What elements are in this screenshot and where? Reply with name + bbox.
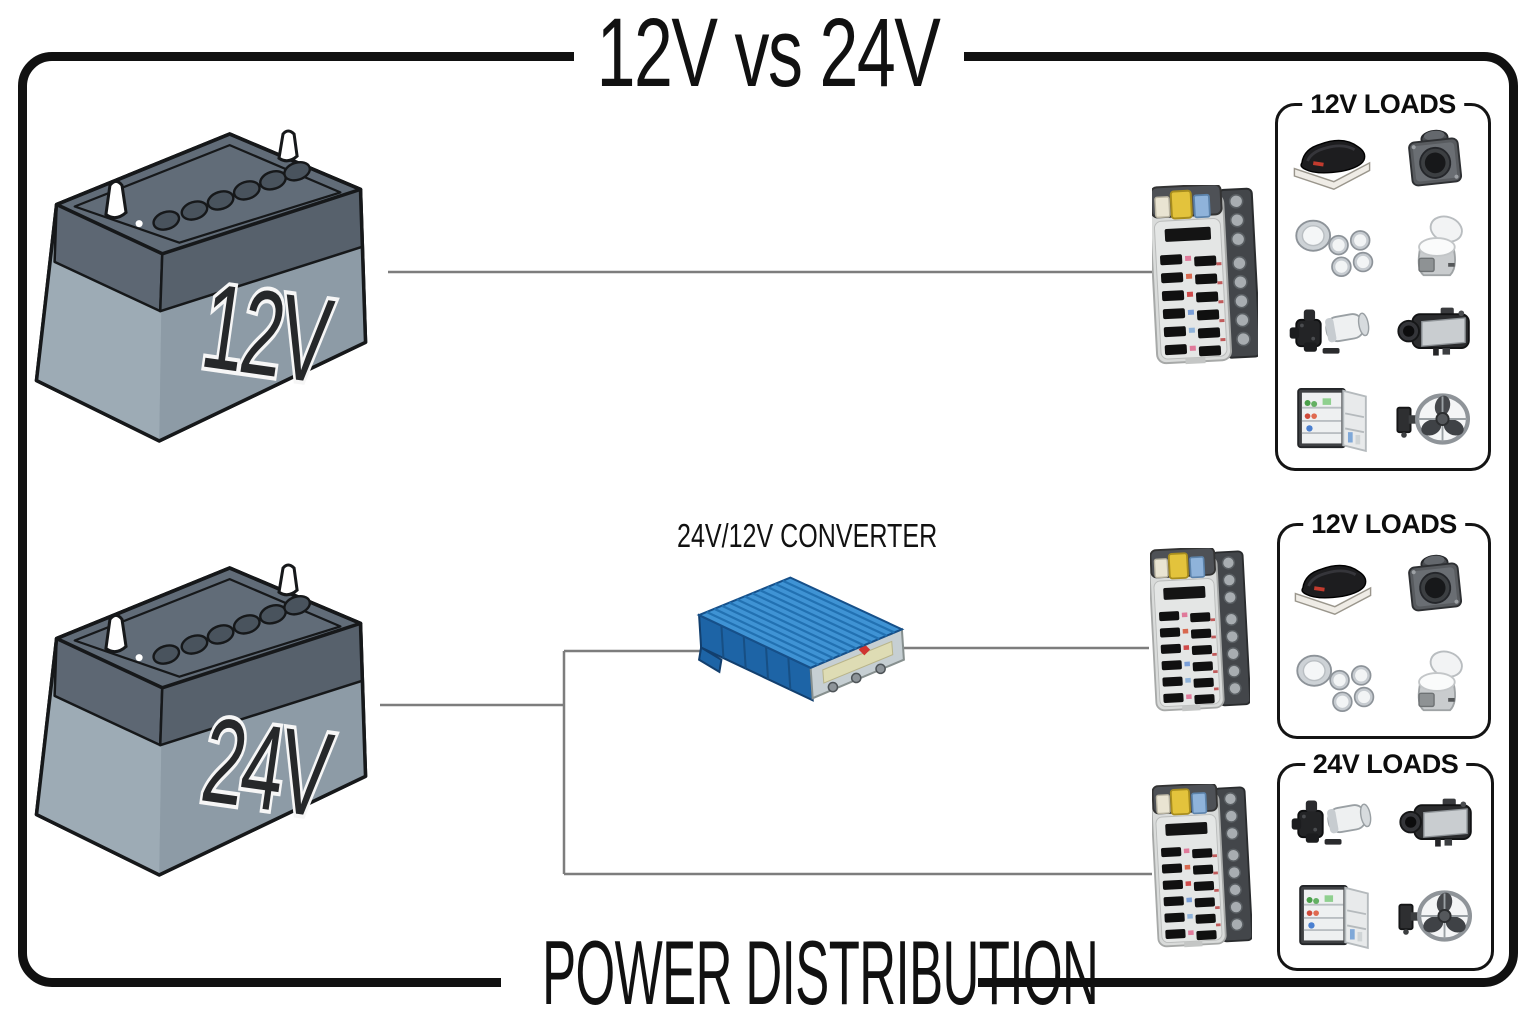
load-panel-12v-top: 12V LOADS: [1275, 89, 1491, 471]
portable-toilet-icon: [1417, 211, 1466, 277]
12v-power-outlet-icon: [1406, 552, 1463, 612]
gimbal-cabin-fan-icon: [1388, 380, 1482, 458]
load-panel-12v-middle-title: 12V LOADS: [1303, 509, 1465, 540]
load-panel-24v: 24V LOADS: [1277, 749, 1494, 971]
battery-12v-label: 12V: [195, 259, 339, 410]
load-panel-12v-middle-grid: [1280, 526, 1488, 736]
diesel-air-heater-icon: [1399, 797, 1473, 848]
fuse-block-12v-battery: [1152, 185, 1258, 365]
compressor-fridge-icon: [1296, 387, 1367, 452]
battery-24v-label: 24V: [195, 693, 339, 844]
battery-24v: 24V: [34, 563, 368, 877]
load-panel-24v-title: 24V LOADS: [1304, 749, 1467, 780]
fuse-block-converter-12v: [1150, 548, 1250, 712]
12v-power-outlet-icon: [1406, 127, 1463, 187]
load-panel-12v-middle: 12V LOADS: [1277, 509, 1491, 739]
portable-toilet-icon: [1417, 646, 1467, 712]
load-panel-12v-top-title: 12V LOADS: [1302, 89, 1464, 120]
bottom-border-gap: [501, 958, 978, 992]
main-title: 12V vs 24V: [596, 0, 941, 107]
load-panel-24v-grid: [1280, 766, 1491, 968]
converter-24v-12v: [697, 576, 906, 702]
water-pump-icon: [1290, 799, 1374, 846]
battery-12v: 12V: [34, 129, 368, 443]
led-puck-lights-icon: [1296, 654, 1375, 713]
footer-title: POWER DISTRIBUTION: [542, 923, 1099, 1024]
top-border-gap: [574, 40, 964, 72]
compressor-fridge-icon: [1298, 884, 1369, 949]
load-panel-12v-top-grid: [1278, 106, 1488, 468]
water-pump-icon: [1288, 308, 1371, 355]
roof-vent-fan-icon: [1292, 139, 1371, 191]
roof-vent-fan-icon: [1293, 564, 1373, 616]
fuse-block-24v: [1152, 784, 1252, 948]
converter-label: 24V/12V CONVERTER: [677, 517, 938, 554]
diesel-air-heater-icon: [1396, 306, 1470, 357]
led-puck-lights-icon: [1294, 219, 1373, 278]
gimbal-cabin-fan-icon: [1390, 877, 1484, 955]
